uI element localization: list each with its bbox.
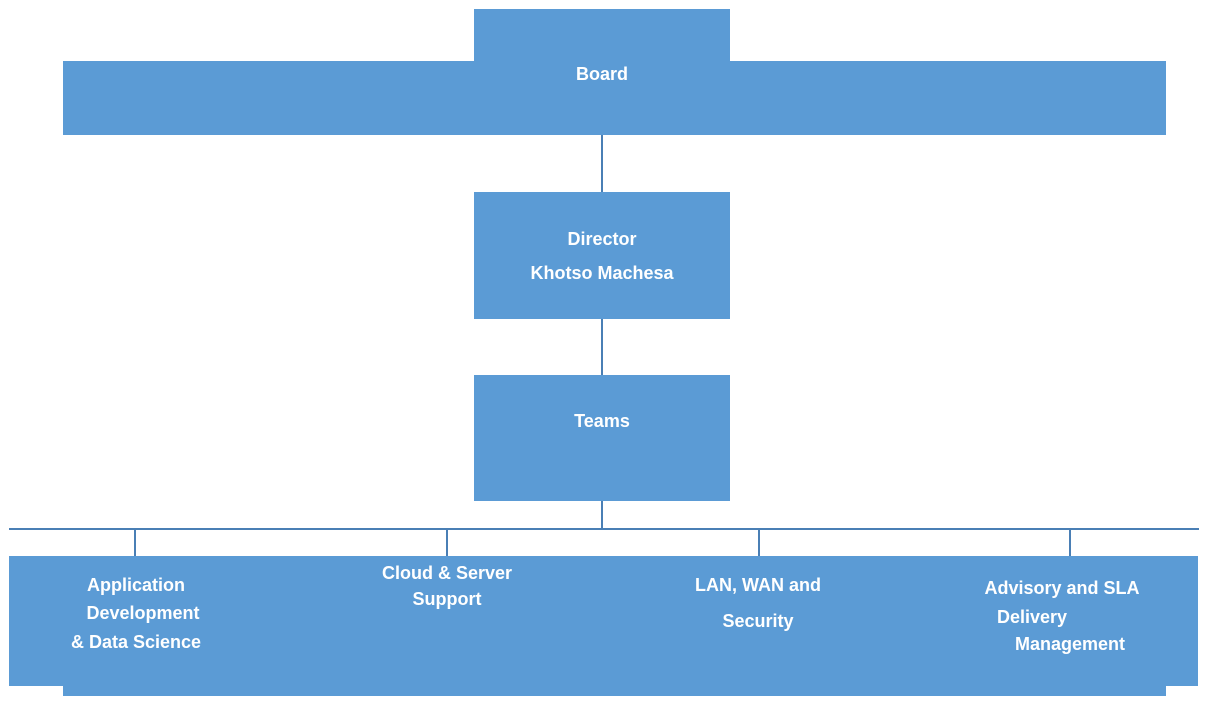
teams-label: Teams — [574, 411, 630, 431]
drop-line-cloud — [446, 528, 448, 556]
team-app-dev-line-2: Development — [86, 603, 200, 623]
connector-director-teams — [601, 319, 603, 375]
team-lan-line-1: LAN, WAN and — [695, 575, 821, 595]
connector-board-director — [601, 135, 603, 192]
team-advisory-line-3: Management — [1014, 634, 1126, 654]
drop-line-advisory — [1069, 528, 1071, 556]
board-node — [474, 9, 730, 135]
director-node — [474, 192, 730, 319]
team-app-dev-line-1: Application — [87, 575, 185, 595]
team-advisory-line-2: Delivery — [996, 607, 1068, 627]
team-cloud-line-1: Cloud & Server — [381, 563, 513, 583]
connector-teams-bus — [601, 501, 603, 529]
team-units-right-tab — [1160, 556, 1198, 686]
team-bus-line — [9, 528, 1199, 530]
team-cloud-line-2: Support — [412, 589, 482, 609]
director-name: Khotso Machesa — [530, 263, 674, 283]
team-units-band — [63, 556, 1166, 696]
drop-line-lan — [758, 528, 760, 556]
drop-line-app-dev — [134, 528, 136, 556]
director-title: Director — [567, 229, 637, 249]
team-advisory-line-1: Advisory and SLA — [984, 578, 1140, 598]
team-app-dev-line-3: & Data Science — [70, 632, 202, 652]
board-label: Board — [575, 64, 628, 84]
team-units-left-tab — [9, 556, 69, 686]
team-lan-line-2: Security — [722, 611, 794, 631]
teams-node — [474, 375, 730, 501]
